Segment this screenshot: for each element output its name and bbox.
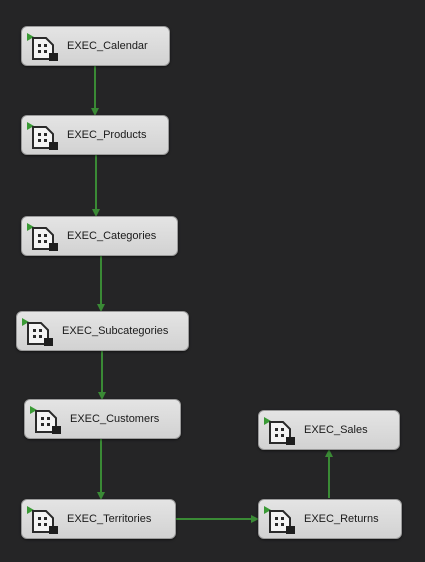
task-exec-subcategories[interactable]: EXEC_Subcategories — [16, 311, 189, 351]
task-label: EXEC_Territories — [67, 513, 152, 525]
execute-sql-task-icon — [30, 406, 61, 434]
execute-sql-task-icon — [27, 33, 58, 61]
task-label: EXEC_Products — [67, 129, 147, 141]
task-label: EXEC_Subcategories — [62, 325, 169, 337]
execute-sql-task-icon — [27, 122, 58, 150]
task-exec-territories[interactable]: EXEC_Territories — [21, 499, 176, 539]
execute-sql-task-icon — [264, 506, 295, 534]
task-label: EXEC_Sales — [304, 424, 368, 436]
task-exec-sales[interactable]: EXEC_Sales — [258, 410, 400, 450]
execute-sql-task-icon — [264, 417, 295, 445]
task-label: EXEC_Customers — [70, 413, 160, 425]
task-exec-customers[interactable]: EXEC_Customers — [24, 399, 181, 439]
execute-sql-task-icon — [27, 223, 58, 251]
execute-sql-task-icon — [27, 506, 58, 534]
task-exec-products[interactable]: EXEC_Products — [21, 115, 169, 155]
execute-sql-task-icon — [22, 318, 53, 346]
task-label: EXEC_Calendar — [67, 40, 148, 52]
task-exec-categories[interactable]: EXEC_Categories — [21, 216, 178, 256]
task-label: EXEC_Returns — [304, 513, 379, 525]
task-exec-returns[interactable]: EXEC_Returns — [258, 499, 402, 539]
task-exec-calendar[interactable]: EXEC_Calendar — [21, 26, 170, 66]
task-label: EXEC_Categories — [67, 230, 157, 242]
